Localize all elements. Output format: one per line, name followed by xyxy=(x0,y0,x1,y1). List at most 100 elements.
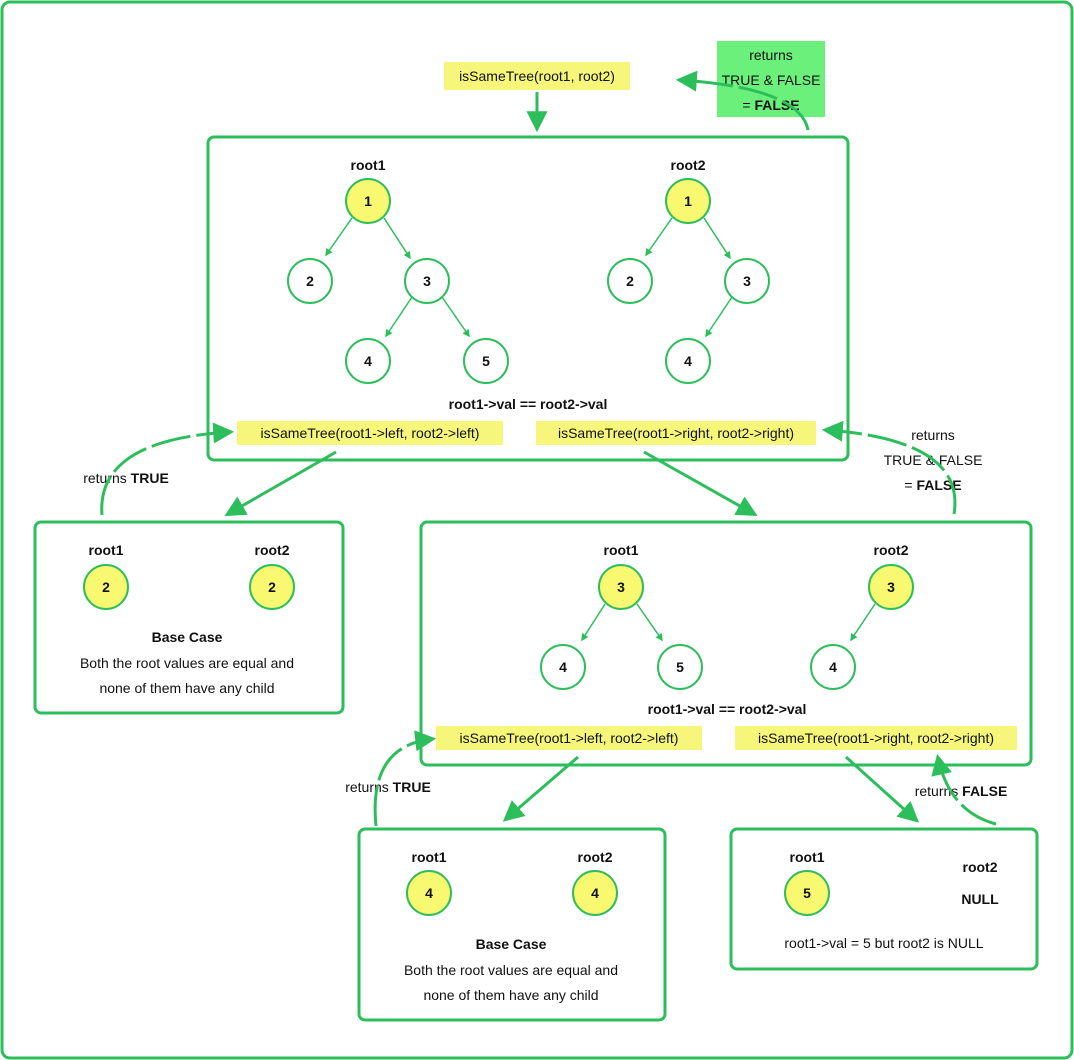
br-box-root2-null: NULL xyxy=(961,891,999,907)
right-box-tree1-node-left xyxy=(540,644,586,690)
right-box xyxy=(419,520,1033,767)
left-box-root1-node-label: 2 xyxy=(102,579,110,595)
left-box-root2-label: root2 xyxy=(255,542,290,558)
main-box xyxy=(206,135,850,462)
left-box-title: Base Case xyxy=(152,629,223,645)
main-tree1-edge xyxy=(325,217,353,257)
bl-box-title: Base Case xyxy=(476,936,547,952)
br-box-root1-node-label: 5 xyxy=(803,885,811,901)
main-call-right-highlight xyxy=(536,421,816,445)
bottom-left-box xyxy=(357,827,667,1022)
right-box-tree2-node-root-label: 3 xyxy=(887,579,895,595)
bl-return-label: returns TRUE xyxy=(345,779,431,795)
main-tree1-node-right-right-label: 5 xyxy=(482,353,490,369)
right-box-root1-label: root1 xyxy=(604,542,639,558)
right-box-tree1-edge xyxy=(581,603,606,642)
br-return-arrow xyxy=(931,753,997,826)
main-call-left: isSameTree(root1->left, root2->left) xyxy=(261,425,480,441)
top-return-line2: TRUE & FALSE xyxy=(722,72,821,88)
left-box-line1: Both the root values are equal and xyxy=(80,655,294,671)
bottom-right-box xyxy=(729,827,1039,971)
right-box-call-right-highlight xyxy=(735,726,1017,750)
bl-box-root2-node-label: 4 xyxy=(591,885,599,901)
br-return-label: returns FALSE xyxy=(915,783,1008,799)
left-return-label: returns TRUE xyxy=(83,470,169,486)
bl-return-arrow xyxy=(373,730,437,827)
bl-box-root1-node xyxy=(406,870,452,916)
top-return-badge xyxy=(717,41,825,117)
main-tree1-node-right-left-label: 4 xyxy=(364,353,372,369)
left-box xyxy=(33,520,345,715)
right-return-line1: returns xyxy=(911,427,955,443)
right-box-tree2-node-left-label: 4 xyxy=(829,659,837,675)
bl-box-root2-label: root2 xyxy=(578,849,613,865)
main-tree1-node-left xyxy=(287,258,333,304)
br-box-root2-label: root2 xyxy=(963,859,998,875)
top-return-arrow xyxy=(675,70,810,131)
right-box-tree1-node-right-label: 5 xyxy=(676,659,684,675)
right-box-condition: root1->val == root2->val xyxy=(648,701,807,717)
main-tree1-edge xyxy=(385,296,413,338)
main-call-right: isSameTree(root1->right, root2->right) xyxy=(558,425,794,441)
main-tree1-node-right-label: 3 xyxy=(423,273,431,289)
main-tree1-node-right-left xyxy=(345,338,391,384)
main-tree2-node-right-left-label: 4 xyxy=(684,353,692,369)
main-tree1-node-left-label: 2 xyxy=(306,273,314,289)
main-root2-label: root2 xyxy=(671,157,706,173)
bl-box-line1: Both the root values are equal and xyxy=(404,962,618,978)
main-tree2-node-left xyxy=(607,258,653,304)
main-tree1-edge xyxy=(441,296,470,338)
br-box-note: root1->val = 5 but root2 is NULL xyxy=(784,935,983,951)
right-box-root2-label: root2 xyxy=(874,542,909,558)
arrow-to-left-box xyxy=(224,450,337,517)
right-box-tree1-edge xyxy=(636,603,663,642)
main-tree2-node-right xyxy=(724,258,770,304)
main-tree1-node-root-label: 1 xyxy=(364,193,372,209)
main-tree2-node-root xyxy=(665,178,711,224)
main-condition: root1->val == root2->val xyxy=(449,396,608,412)
br-box-root1-node xyxy=(784,870,830,916)
main-tree2-node-root-label: 1 xyxy=(684,193,692,209)
main-tree2-node-right-left xyxy=(665,338,711,384)
right-box-tree1-node-root-label: 3 xyxy=(617,579,625,595)
top-call-text: isSameTree(root1, root2) xyxy=(459,68,615,84)
main-tree1-node-root xyxy=(345,178,391,224)
bl-box-root2-node xyxy=(572,870,618,916)
right-box-tree2-edge xyxy=(850,603,876,642)
bl-box-root1-label: root1 xyxy=(412,849,447,865)
left-return-arrow xyxy=(100,422,235,516)
main-tree2-node-left-label: 2 xyxy=(626,273,634,289)
main-root1-label: root1 xyxy=(351,157,386,173)
bl-box-root1-node-label: 4 xyxy=(425,885,433,901)
top-return-line1: returns xyxy=(749,47,793,63)
arrow-to-bottom-left-box xyxy=(502,755,579,822)
right-box-call-left: isSameTree(root1->left, root2->left) xyxy=(460,730,679,746)
right-return-arrow xyxy=(821,420,957,515)
left-box-root1-label: root1 xyxy=(89,542,124,558)
right-box-tree2-node-root xyxy=(868,564,914,610)
right-box-tree1-node-left-label: 4 xyxy=(559,659,567,675)
arrow-to-right-box xyxy=(643,450,758,517)
left-box-line2: none of them have any child xyxy=(99,680,274,696)
main-tree1-node-right-right xyxy=(463,338,509,384)
main-tree1-node-right xyxy=(404,258,450,304)
left-box-root1-node xyxy=(83,564,129,610)
main-call-left-highlight xyxy=(237,421,503,445)
arrow-to-bottom-right-box xyxy=(844,755,920,823)
main-tree2-edge xyxy=(705,296,733,338)
br-box-root1-label: root1 xyxy=(790,849,825,865)
right-box-call-right: isSameTree(root1->right, root2->right) xyxy=(758,730,994,746)
right-box-call-left-highlight xyxy=(436,726,702,750)
main-tree2-edge xyxy=(645,217,673,257)
right-box-tree1-node-right xyxy=(657,644,703,690)
main-tree2-edge xyxy=(703,217,731,260)
left-box-root2-node-label: 2 xyxy=(268,579,276,595)
main-tree1-edge xyxy=(383,217,411,260)
right-box-tree1-node-root xyxy=(598,564,644,610)
left-box-root2-node xyxy=(249,564,295,610)
top-return-line3: = FALSE xyxy=(742,97,799,113)
top-call-highlight xyxy=(444,62,630,90)
